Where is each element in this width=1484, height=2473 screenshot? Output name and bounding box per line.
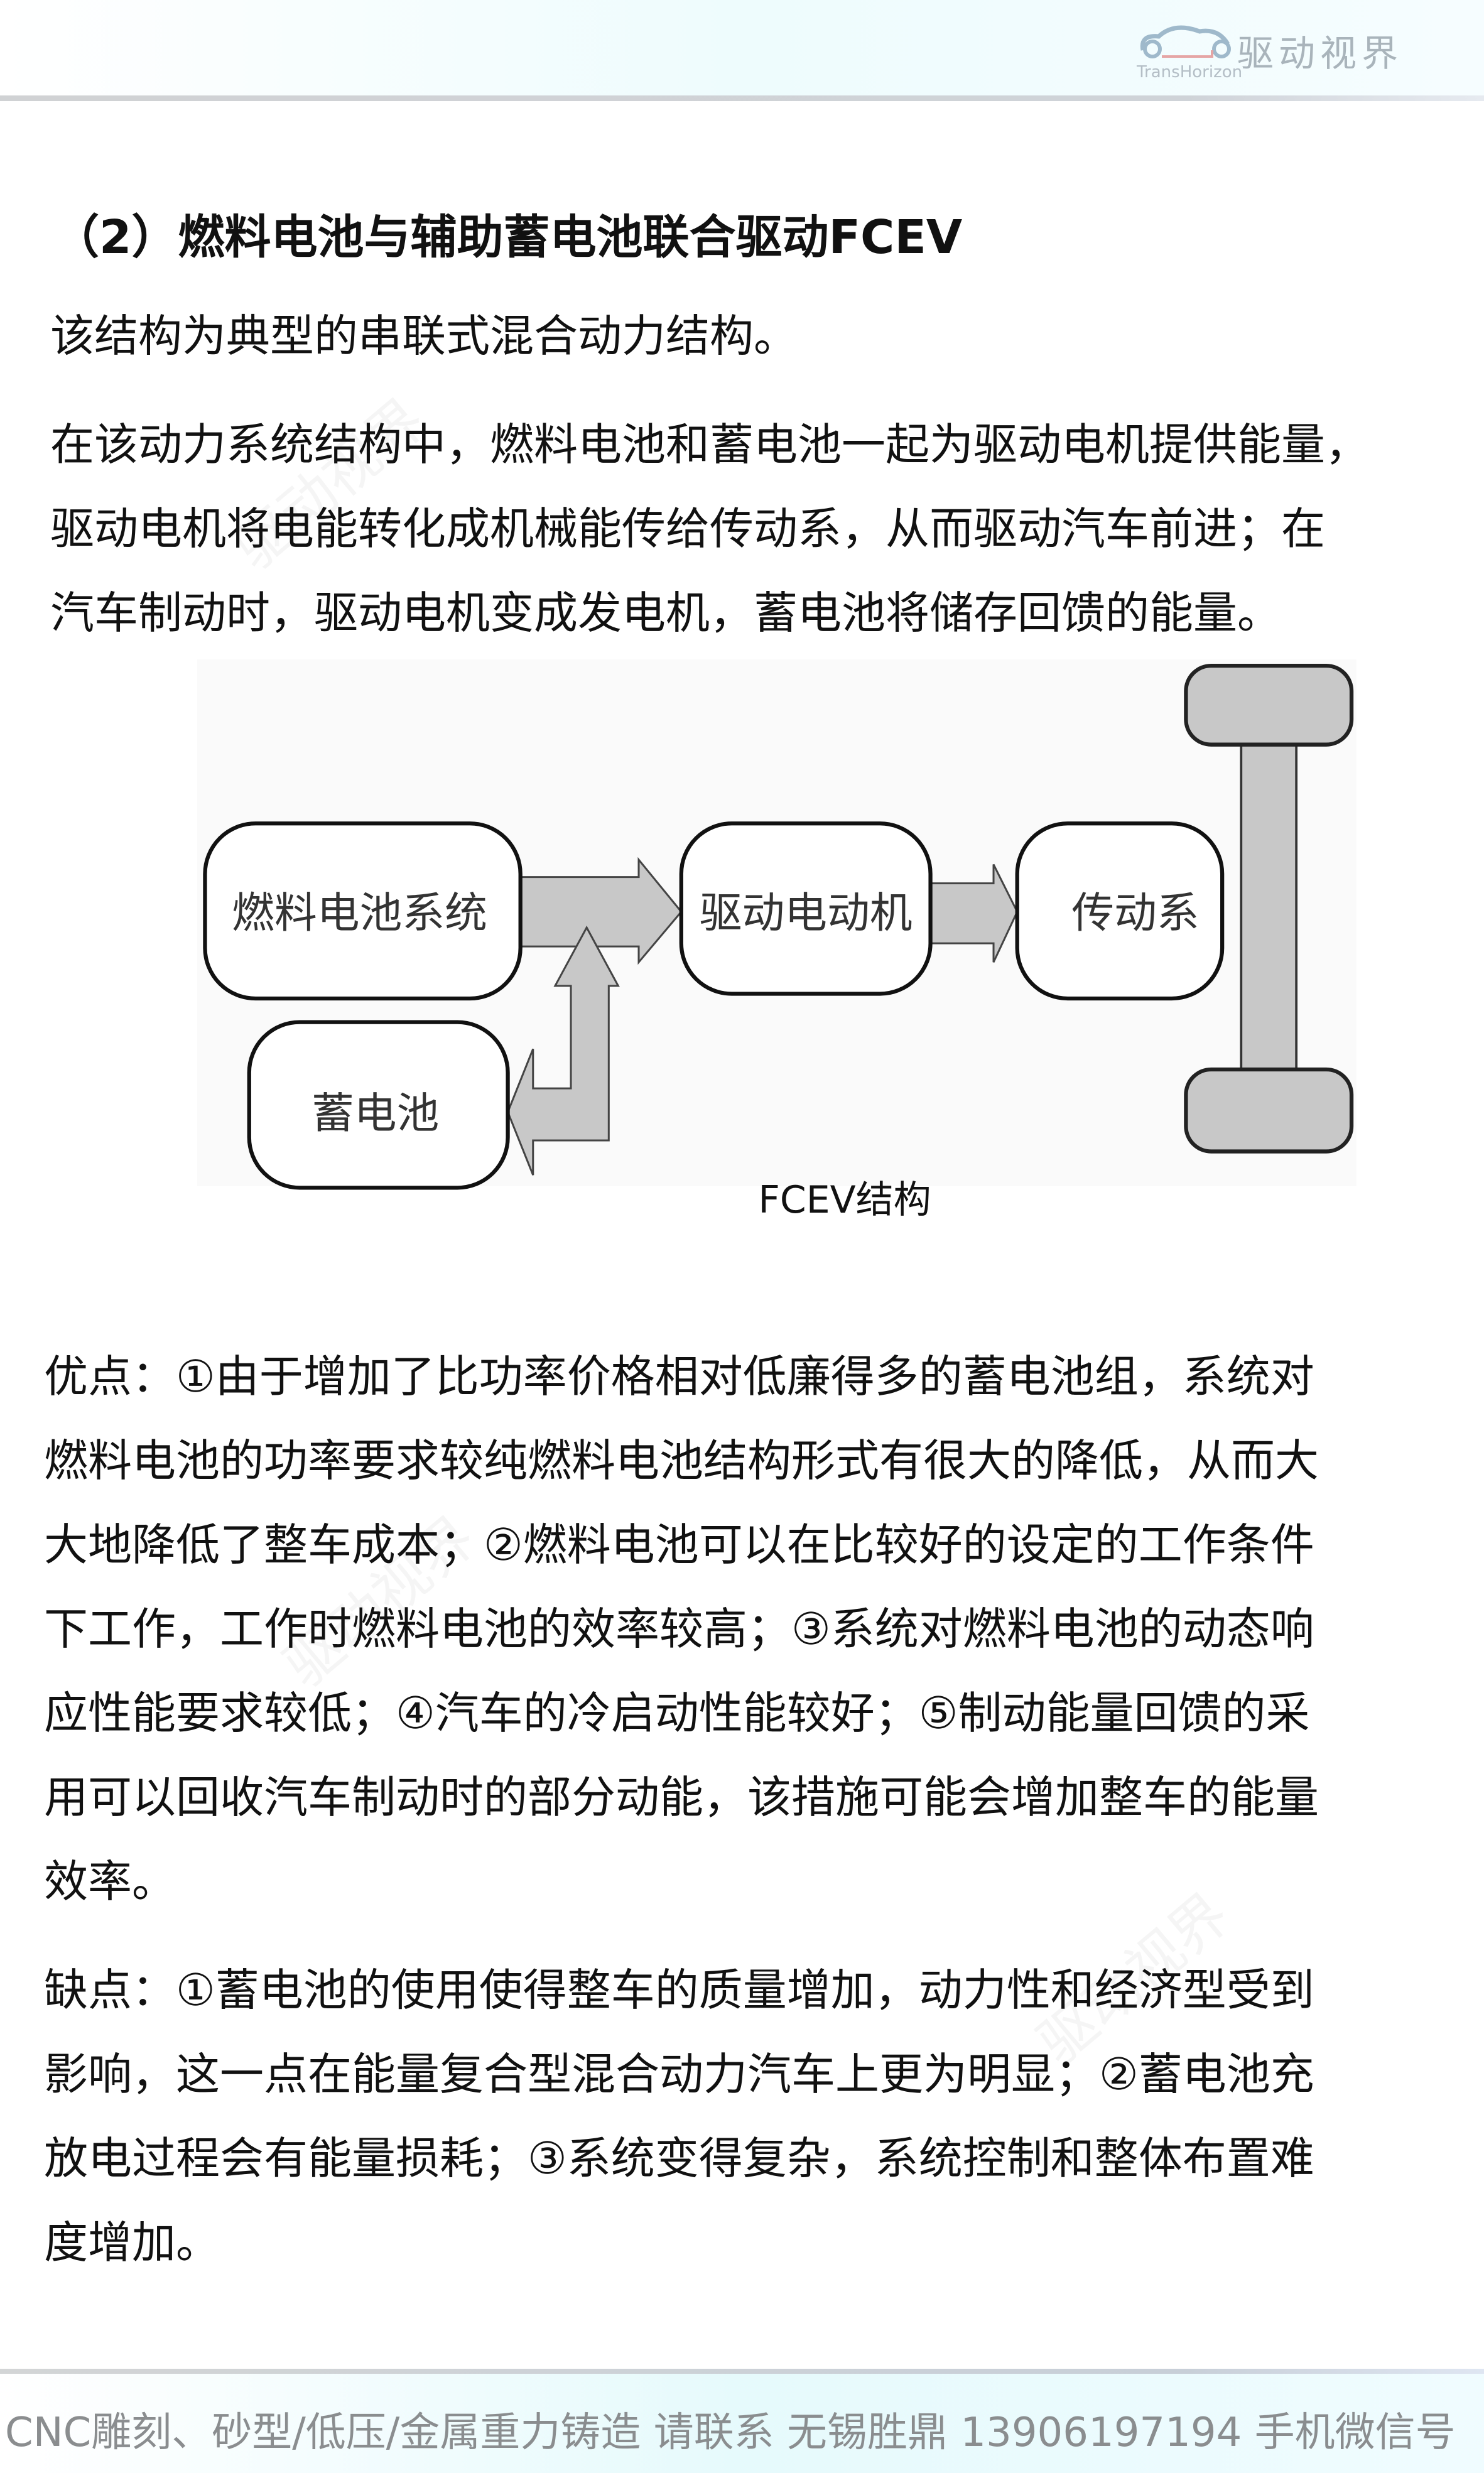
arrow-fuelcell-to-motor xyxy=(519,857,683,965)
transmission-box xyxy=(1015,821,1225,1001)
text-line: 缺点：①蓄电池的使用使得整车的质量增加，动力性和经济型受到 xyxy=(44,1964,1314,2016)
text-line: 用可以回收汽车制动时的部分动能，该措施可能会增加整车的能量 xyxy=(44,1772,1319,1823)
intro-paragraph: 该结构为典型的串联式混合动力结构。 xyxy=(50,310,798,362)
text-line: 应性能要求较低；④汽车的冷启动性能较好；⑤制动能量回馈的采 xyxy=(44,1687,1310,1739)
text-line: 驱动电机将电能转化成机械能传给传动系，从而驱动汽车前进；在 xyxy=(50,503,1325,555)
axle xyxy=(1240,737,1298,1077)
text-line: 度增加。 xyxy=(44,2217,220,2268)
advantages-paragraph: 优点：①由于增加了比功率价格相对低廉得多的蓄电池组，系统对 燃料电池的功率要求较… xyxy=(44,1334,1319,1924)
page-footer: CNC雕刻、砂型/低压/金属重力铸造 请联系 无锡胜鼎 13906197194 … xyxy=(0,2374,1484,2473)
disadvantages-paragraph: 缺点：①蓄电池的使用使得整车的质量增加，动力性和经济型受到 影响，这一点在能量复… xyxy=(44,1948,1314,2285)
motor-label: 驱动电动机 xyxy=(700,888,913,938)
wheel-bottom xyxy=(1184,1067,1354,1154)
section-title: （2）燃料电池与辅助蓄电池联合驱动FCEV xyxy=(53,210,963,264)
text-line: 效率。 xyxy=(44,1856,176,1907)
wheel-top xyxy=(1184,663,1354,747)
battery-box xyxy=(247,1020,510,1190)
motor-box xyxy=(679,821,933,996)
text-line: 在该动力系统结构中，燃料电池和蓄电池一起为驱动电机提供能量， xyxy=(50,419,1369,470)
logo-english: TransHorizon xyxy=(1137,63,1243,82)
page-header: 驱动视界 TransHorizon xyxy=(0,0,1484,95)
text-line: 汽车制动时，驱动电机变成发电机，蓄电池将储存回馈的能量。 xyxy=(50,587,1281,639)
fcev-structure-diagram: 燃料电池系统 驱动电动机 传动系 蓄电池 xyxy=(197,659,1357,1190)
fuel-cell-box xyxy=(203,821,523,1001)
car-cloud-logo-icon xyxy=(1140,25,1231,58)
footer-contact-text: CNC雕刻、砂型/低压/金属重力铸造 请联系 无锡胜鼎 13906197194 … xyxy=(5,2410,1456,2456)
text-line: 大地降低了整车成本；②燃料电池可以在比较好的设定的工作条件 xyxy=(44,1519,1314,1571)
description-paragraph: 在该动力系统结构中，燃料电池和蓄电池一起为驱动电机提供能量， 驱动电机将电能转化… xyxy=(50,403,1369,655)
footer-divider xyxy=(0,2369,1484,2374)
battery-label: 蓄电池 xyxy=(311,1088,439,1138)
text-line: 放电过程会有能量损耗；③系统变得复杂，系统控制和整体布置难 xyxy=(44,2133,1314,2184)
text-line: 燃料电池的功率要求较纯燃料电池结构形式有很大的降低，从而大 xyxy=(44,1435,1319,1486)
arrow-motor-to-transmission xyxy=(929,863,1019,963)
text-line: 下工作，工作时燃料电池的效率较高；③系统对燃料电池的动态响 xyxy=(44,1603,1314,1655)
text-line: 优点：①由于增加了比功率价格相对低廉得多的蓄电池组，系统对 xyxy=(44,1351,1314,1402)
text-line: 影响，这一点在能量复合型混合动力汽车上更为明显；②蓄电池充 xyxy=(44,2048,1314,2100)
fuel-cell-label: 燃料电池系统 xyxy=(232,888,487,938)
header-divider xyxy=(0,95,1484,101)
transmission-label: 传动系 xyxy=(1071,888,1199,938)
logo-chinese: 驱动视界 xyxy=(1237,32,1404,75)
transhorizon-logo: 驱动视界 TransHorizon xyxy=(1137,19,1438,82)
diagram-caption: FCEV结构 xyxy=(758,1178,931,1222)
